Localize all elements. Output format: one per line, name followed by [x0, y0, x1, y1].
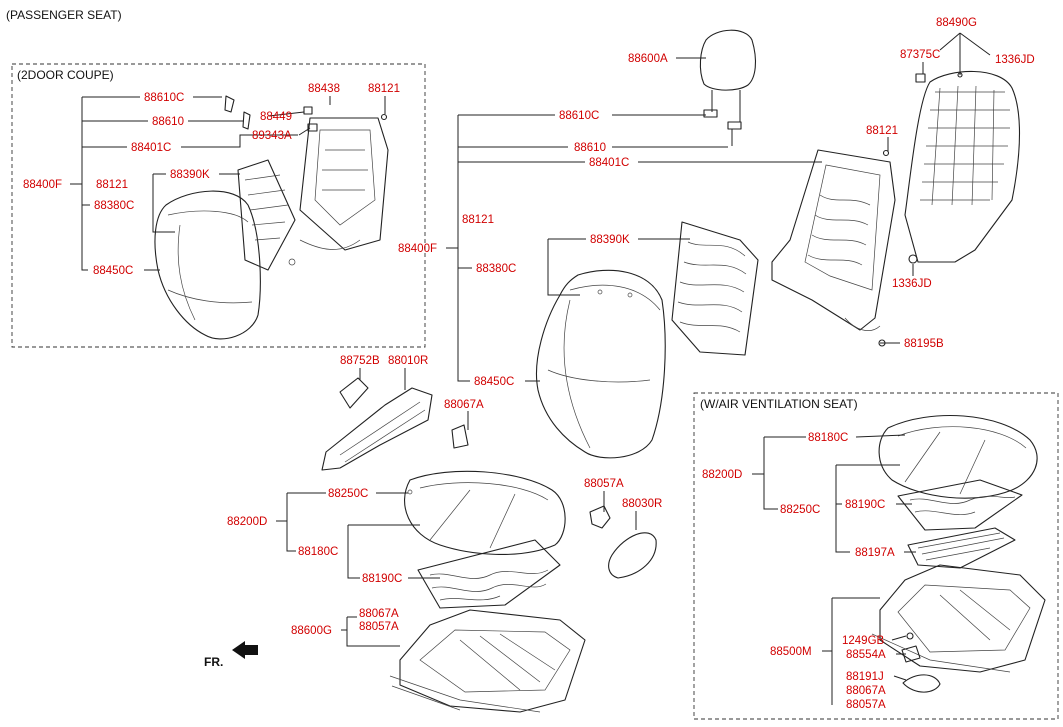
coupe-section-label: (2DOOR COUPE) — [17, 68, 114, 82]
label-vent-88057A: 88057A — [846, 699, 886, 711]
label-coupe-88121b: 88121 — [368, 83, 400, 95]
label-1336JD-b: 1336JD — [892, 278, 932, 290]
label-88610: 88610 — [574, 142, 606, 154]
headrest — [699, 29, 757, 146]
vent-seat-cushion — [878, 415, 1038, 499]
diagram-header: (PASSENGER SEAT) — [6, 8, 122, 22]
seat-frame — [389, 609, 586, 713]
main-back-frame — [771, 149, 896, 347]
vent-mesh — [907, 527, 1016, 569]
side-trim-cover — [608, 532, 657, 579]
label-88450C: 88450C — [474, 376, 514, 388]
part-labels: 88610C 88610 88401C 88400F 88121 88380C … — [23, 17, 1035, 711]
seat-cushion-pad — [417, 539, 561, 609]
label-88600G: 88600G — [291, 625, 332, 637]
side-cover — [321, 377, 469, 471]
label-coupe-88610C: 88610C — [144, 92, 184, 104]
label-88752B: 88752B — [340, 355, 380, 367]
label-coupe-88380C: 88380C — [94, 200, 134, 212]
label-88380C: 88380C — [476, 263, 516, 275]
label-88390K: 88390K — [590, 234, 630, 246]
front-direction-arrow — [232, 641, 258, 659]
label-88067A-b: 88067A — [359, 608, 399, 620]
label-88067A: 88067A — [444, 399, 484, 411]
label-coupe-88390K: 88390K — [170, 169, 210, 181]
label-vent-88190C: 88190C — [845, 499, 885, 511]
label-88057A: 88057A — [584, 478, 624, 490]
label-coupe-88450C: 88450C — [93, 265, 133, 277]
main-back-pad — [671, 221, 759, 356]
label-88400F: 88400F — [398, 243, 437, 255]
label-coupe-88121: 88121 — [96, 179, 128, 191]
label-vent-88067A: 88067A — [846, 685, 886, 697]
coupe-small-parts — [224, 95, 388, 132]
label-88490G: 88490G — [936, 17, 977, 29]
label-88200D: 88200D — [227, 516, 267, 528]
label-vent-88197A: 88197A — [855, 547, 895, 559]
label-88610C: 88610C — [559, 110, 599, 122]
label-88600A: 88600A — [628, 53, 668, 65]
coupe-seat-back-cushion — [154, 190, 261, 340]
label-87375C: 87375C — [900, 49, 940, 61]
label-88401C: 88401C — [589, 157, 629, 169]
label-88195B: 88195B — [904, 338, 944, 350]
label-88190C: 88190C — [362, 573, 402, 585]
vent-cushion-pad — [897, 479, 1023, 531]
label-vent-88500M: 88500M — [770, 646, 812, 658]
main-back-cushion — [535, 269, 666, 459]
coupe-back-frame — [288, 117, 389, 266]
side-bracket — [589, 505, 611, 529]
label-vent-1249GB: 1249GB — [842, 635, 885, 647]
leader-lines — [70, 32, 991, 705]
vent-section-label: (W/AIR VENTILATION SEAT) — [700, 397, 858, 411]
label-coupe-88400F: 88400F — [23, 179, 62, 191]
label-88057A-b: 88057A — [359, 621, 399, 633]
front-marker: FR. — [204, 655, 223, 669]
label-coupe-89343A: 89343A — [252, 130, 292, 142]
label-vent-88180C: 88180C — [808, 432, 848, 444]
label-vent-88200D: 88200D — [702, 469, 742, 481]
label-vent-88191J: 88191J — [846, 671, 884, 683]
vent-seat-frame — [871, 564, 1046, 693]
label-88250C: 88250C — [328, 488, 368, 500]
coupe-back-pad — [237, 159, 296, 271]
label-coupe-88610: 88610 — [152, 116, 184, 128]
label-1336JD: 1336JD — [995, 54, 1035, 66]
label-88180C: 88180C — [298, 546, 338, 558]
vent-section-box — [693, 392, 1059, 720]
seat-cushion — [404, 470, 566, 556]
label-88010R: 88010R — [388, 355, 428, 367]
label-vent-88250C: 88250C — [780, 504, 820, 516]
label-88030R: 88030R — [622, 498, 662, 510]
label-88121: 88121 — [462, 214, 494, 226]
label-coupe-88438: 88438 — [308, 83, 340, 95]
coupe-section-box — [11, 63, 426, 348]
label-vent-88554A: 88554A — [846, 649, 886, 661]
label-coupe-88449: 88449 — [260, 111, 292, 123]
rear-back-cover — [904, 70, 1020, 264]
label-coupe-88401C: 88401C — [131, 142, 171, 154]
label-88121b: 88121 — [866, 125, 898, 137]
